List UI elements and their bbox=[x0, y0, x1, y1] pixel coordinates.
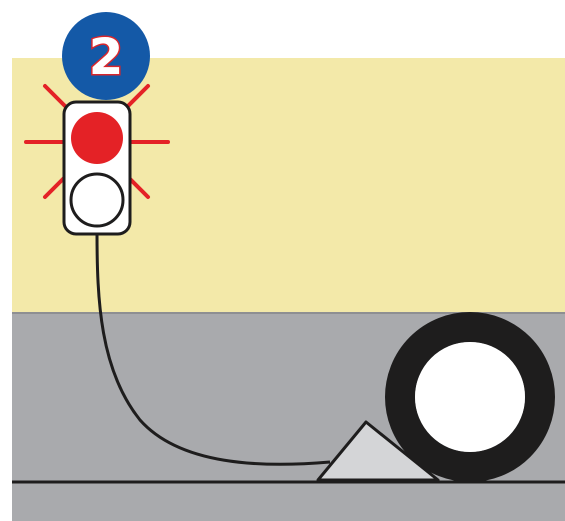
step-number: 2 bbox=[89, 28, 124, 86]
white-light bbox=[71, 174, 123, 226]
wheel-icon bbox=[400, 327, 540, 467]
traffic-light-icon bbox=[64, 102, 130, 234]
red-light bbox=[71, 112, 123, 164]
step-badge-icon: 2 bbox=[62, 12, 150, 100]
